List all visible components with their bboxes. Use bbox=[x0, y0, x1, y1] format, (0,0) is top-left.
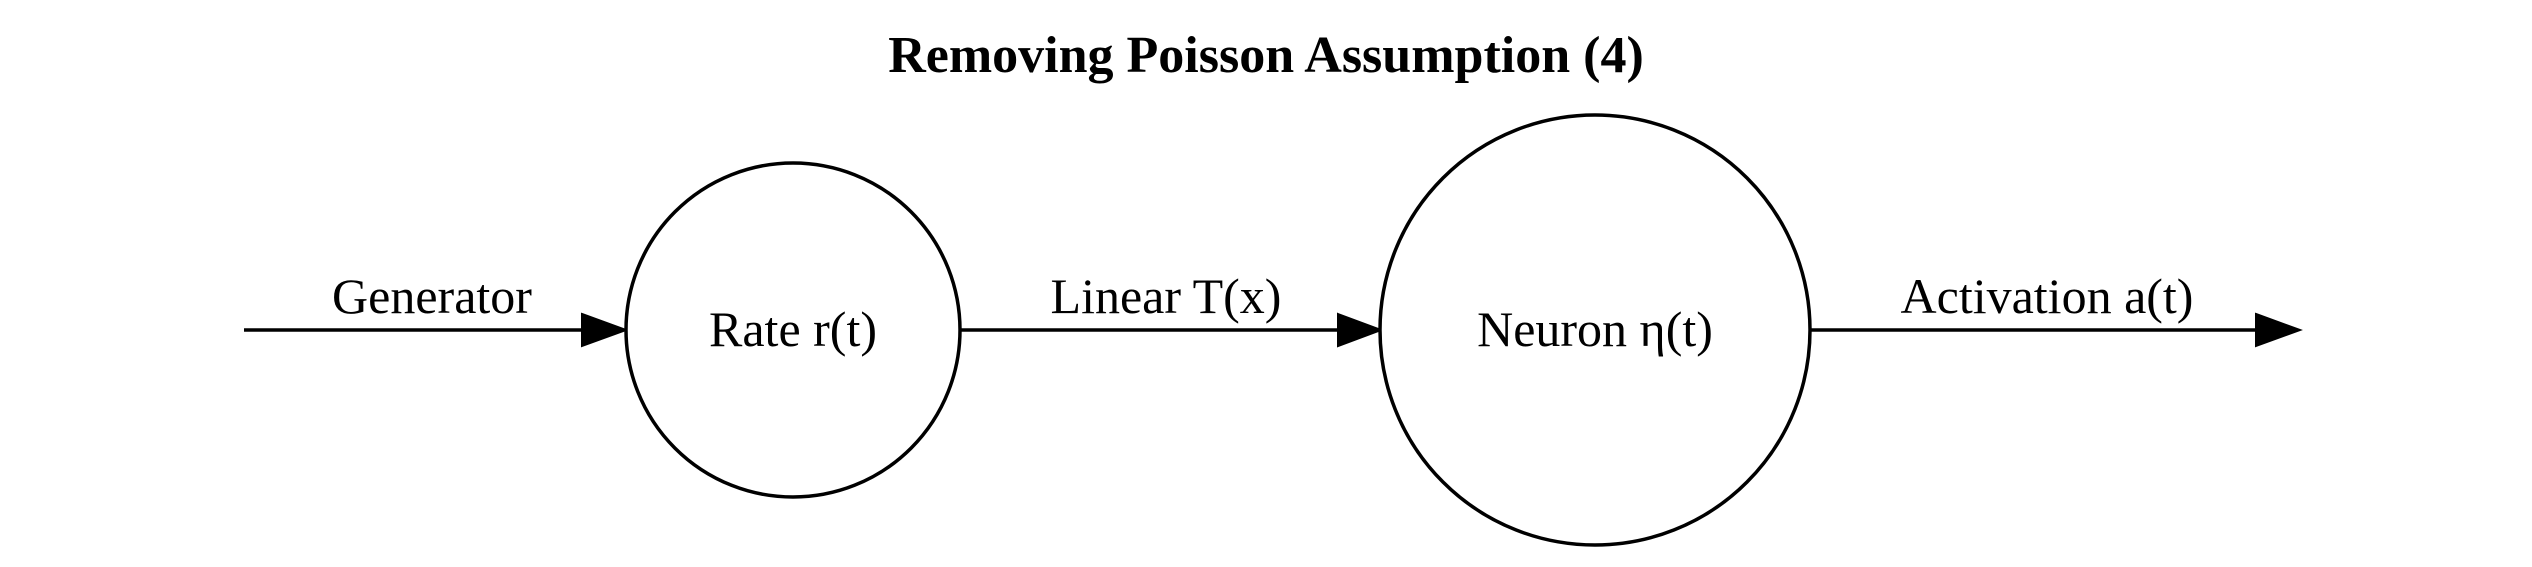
node-rate: Rate r(t) bbox=[624, 161, 962, 499]
edge-activation: Activation a(t) bbox=[1810, 268, 2303, 348]
edge-linear-label: Linear T(x) bbox=[1051, 268, 1282, 324]
edge-generator-label: Generator bbox=[332, 268, 532, 324]
edge-activation-arrowhead bbox=[2255, 312, 2303, 348]
edge-linear-arrowhead bbox=[1337, 312, 1384, 348]
edge-activation-label: Activation a(t) bbox=[1901, 268, 2194, 324]
edge-linear: Linear T(x) bbox=[960, 268, 1384, 348]
edge-generator: Generator bbox=[244, 268, 629, 348]
diagram-title: Removing Poisson Assumption (4) bbox=[888, 27, 1644, 84]
node-neuron-label: Neuron η(t) bbox=[1477, 301, 1713, 357]
edge-generator-arrowhead bbox=[581, 312, 629, 348]
node-neuron: Neuron η(t) bbox=[1378, 113, 1812, 547]
node-rate-label: Rate r(t) bbox=[709, 301, 877, 357]
